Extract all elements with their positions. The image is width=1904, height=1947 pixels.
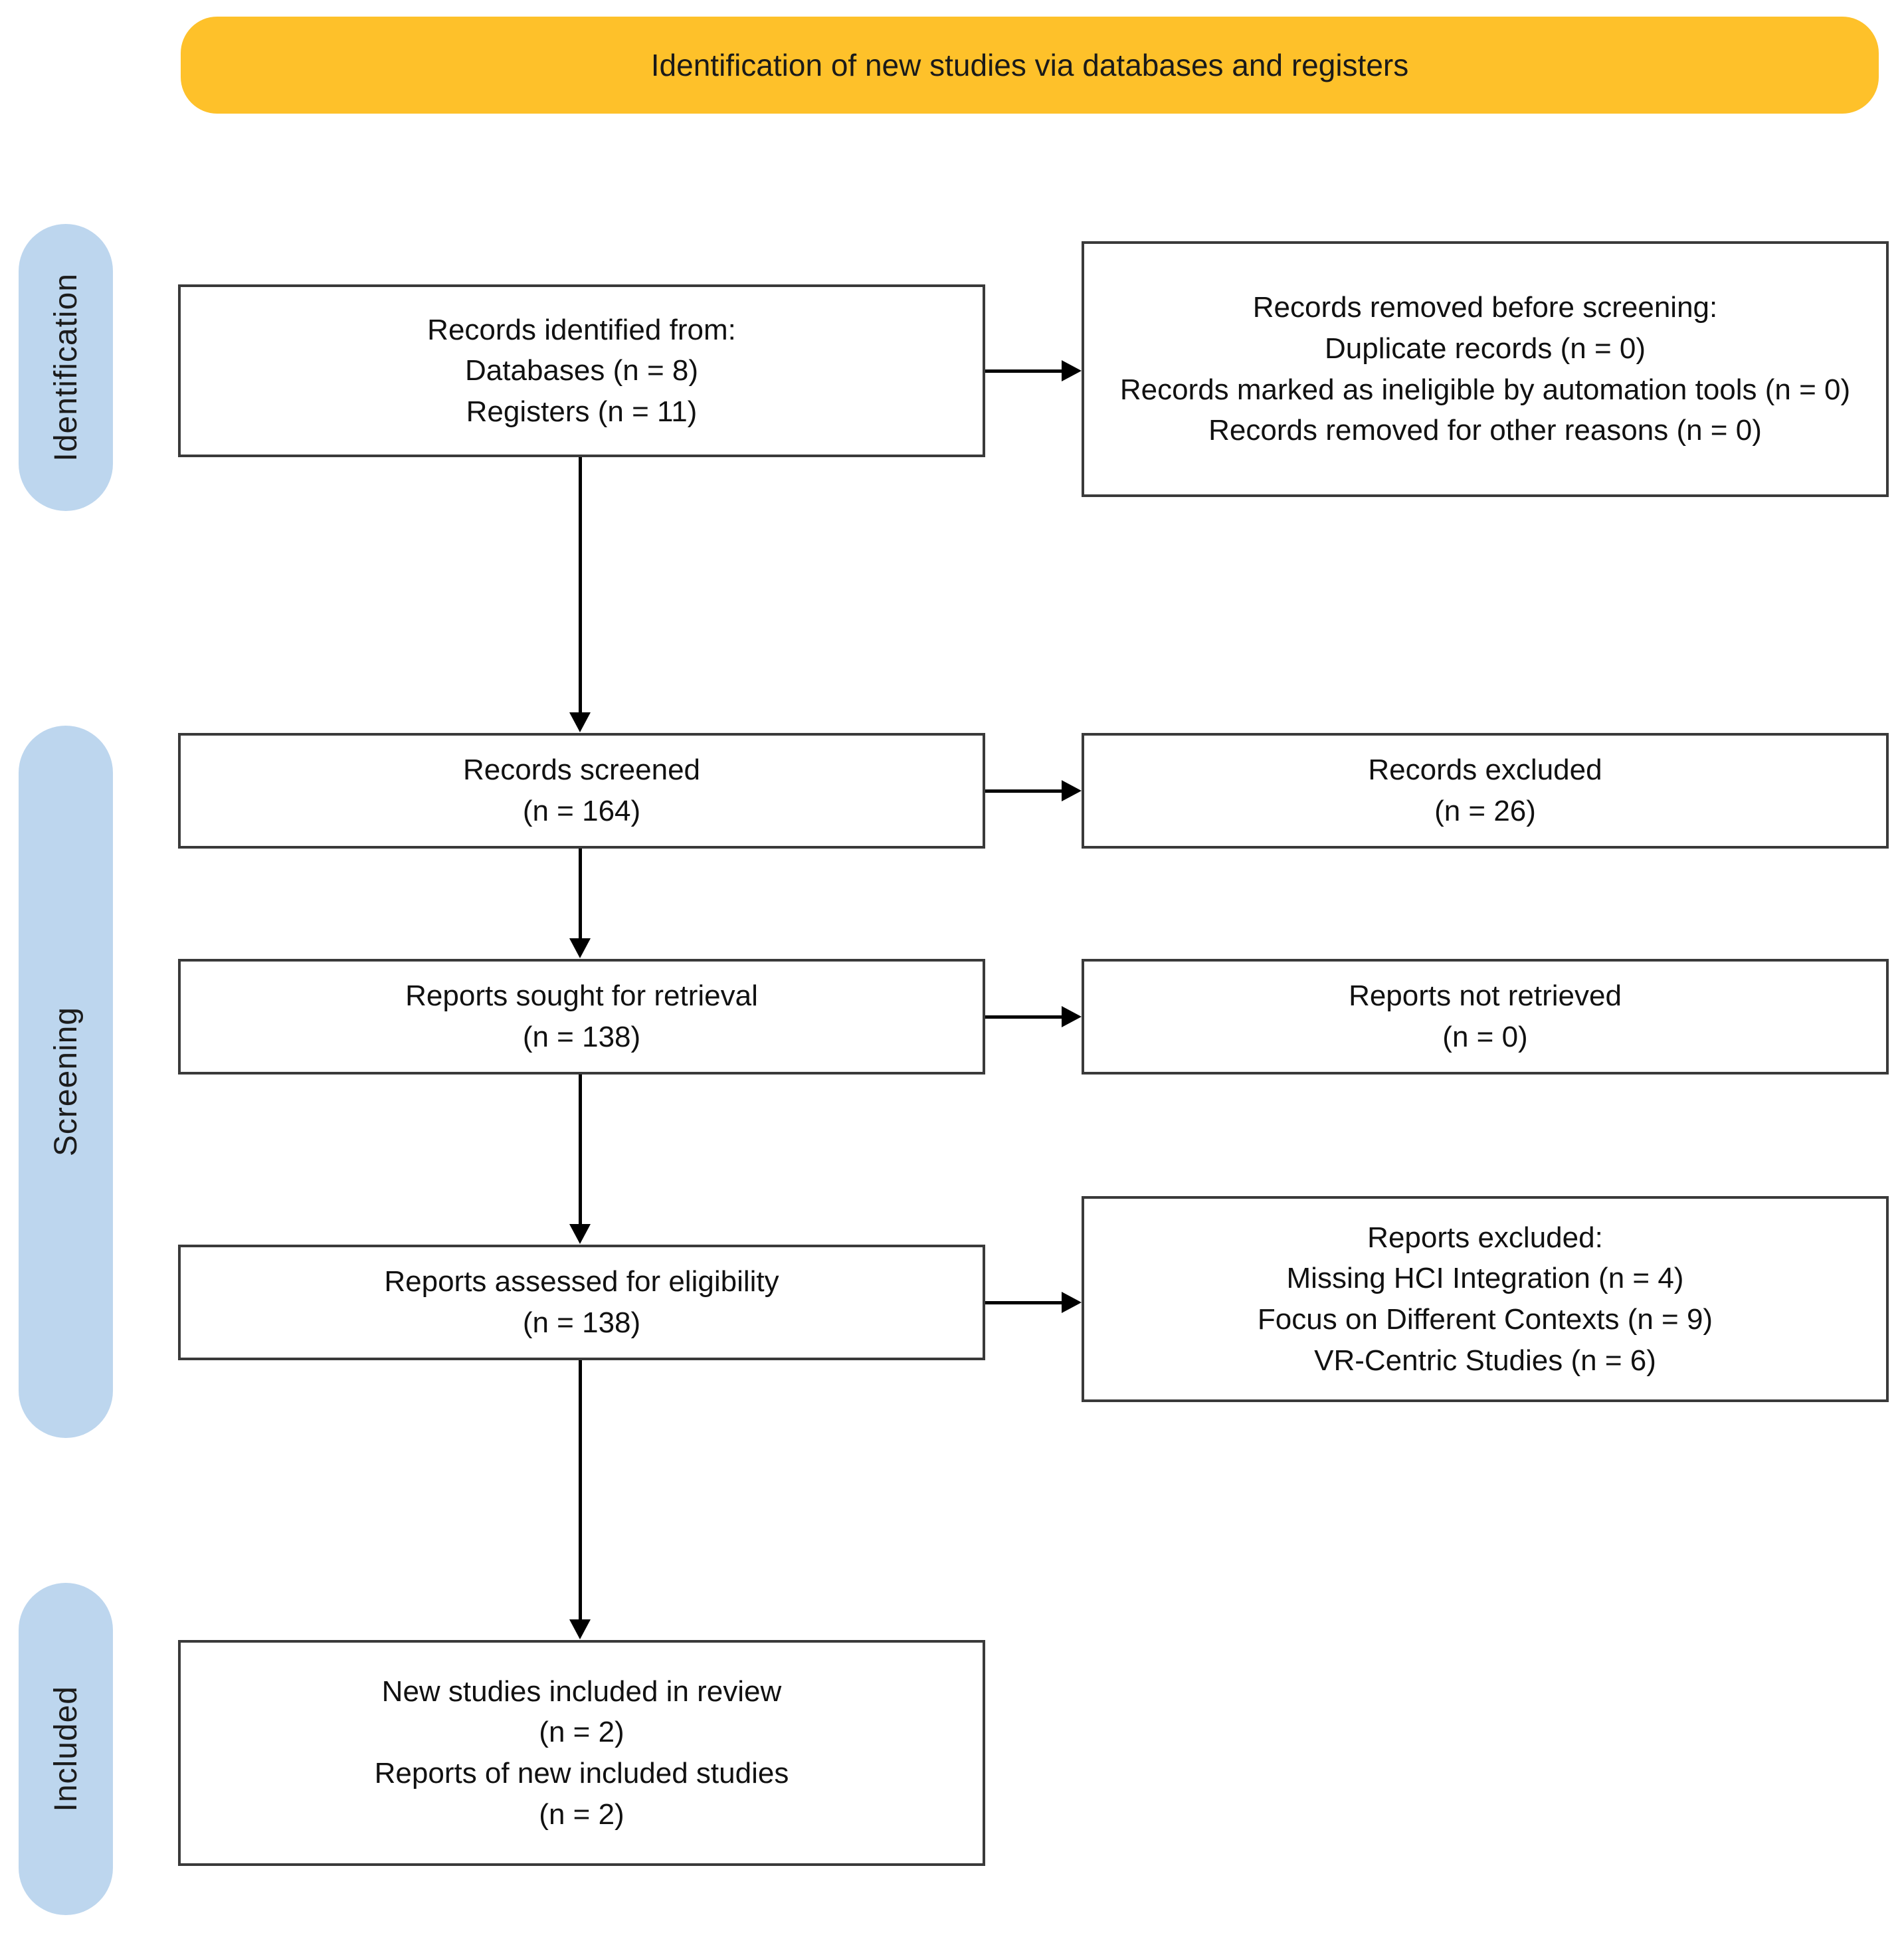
arrow-line-assessed-to-included [579,1360,582,1620]
arrowhead-down-icon-sought-to-assessed [569,1224,591,1244]
box-reports-excluded-line-2: Missing HCI Integration (n = 4) [1286,1262,1684,1295]
box-records-screened: Records screened (n = 164) [178,733,985,849]
arrow-line-identified-to-screened [579,457,582,713]
box-reports-assessed-line-1: Reports assessed for eligibility [384,1265,779,1298]
box-records-removed-line-1: Records removed before screening: [1252,291,1718,324]
box-records-excluded-line-2: (n = 26) [1434,795,1536,827]
arrowhead-down-icon-assessed-to-included [569,1619,591,1639]
box-records-removed-line-4: Records removed for other reasons (n = 0… [1208,414,1762,447]
box-records-removed-line-2: Duplicate records (n = 0) [1325,332,1646,365]
arrow-line-screened-to-excluded [985,789,1063,793]
box-reports-sought-line-1: Reports sought for retrieval [405,979,758,1013]
box-reports-assessed-line-2: (n = 138) [522,1306,641,1339]
box-records-identified-line-1: Records identified from: [427,313,736,346]
title-banner: Identification of new studies via databa… [181,17,1879,114]
box-reports-not-retrieved: Reports not retrieved (n = 0) [1082,959,1889,1075]
box-new-studies-included-line-2: (n = 2) [539,1716,624,1749]
box-records-identified: Records identified from: Databases (n = … [178,284,985,457]
box-records-excluded-line-1: Records excluded [1368,754,1602,787]
arrow-line-screened-to-sought [579,849,582,939]
box-reports-assessed: Reports assessed for eligibility (n = 13… [178,1245,985,1360]
arrow-line-assessed-to-reports-excluded [985,1301,1063,1304]
box-records-identified-line-2: Databases (n = 8) [465,354,698,387]
arrowhead-right-icon-sought-to-not-retrieved [1062,1006,1082,1027]
box-records-screened-line-2: (n = 164) [522,795,641,827]
box-reports-sought: Reports sought for retrieval (n = 138) [178,959,985,1075]
box-new-studies-included-line-1: New studies included in review [381,1675,782,1708]
box-reports-excluded-line-4: VR-Centric Studies (n = 6) [1314,1344,1656,1377]
stage-pill-included: Included [19,1583,113,1915]
box-records-removed-line-3: Records marked as ineligible by automati… [1119,373,1851,406]
box-reports-excluded-line-1: Reports excluded: [1367,1221,1603,1254]
stage-pill-included-label: Included [48,1686,84,1812]
stage-pill-identification-label: Identification [48,273,84,462]
box-reports-not-retrieved-line-1: Reports not retrieved [1349,979,1622,1013]
arrowhead-right-icon-assessed-to-reports-excluded [1062,1292,1082,1313]
box-reports-excluded: Reports excluded: Missing HCI Integratio… [1082,1196,1889,1402]
arrowhead-down-icon-identified-to-screened [569,712,591,732]
box-new-studies-included-line-4: (n = 2) [539,1797,624,1831]
box-reports-sought-line-2: (n = 138) [522,1021,641,1053]
box-new-studies-included-line-3: Reports of new included studies [374,1757,789,1790]
box-records-screened-line-1: Records screened [462,754,701,787]
title-banner-label: Identification of new studies via databa… [650,48,1409,82]
arrowhead-right-icon-screened-to-excluded [1062,780,1082,801]
arrow-line-sought-to-not-retrieved [985,1015,1063,1019]
box-records-removed: Records removed before screening: Duplic… [1082,241,1889,497]
stage-pill-screening: Screening [19,726,113,1438]
box-reports-not-retrieved-line-2: (n = 0) [1442,1021,1528,1053]
stage-pill-screening-label: Screening [48,1007,84,1157]
box-records-identified-line-3: Registers (n = 11) [466,395,698,428]
box-new-studies-included: New studies included in review (n = 2) R… [178,1640,985,1866]
stage-pill-identification: Identification [19,224,113,511]
arrow-line-identified-to-removed [985,369,1063,373]
arrowhead-down-icon-screened-to-sought [569,938,591,958]
arrow-line-sought-to-assessed [579,1075,582,1225]
box-reports-excluded-line-3: Focus on Different Contexts (n = 9) [1257,1303,1713,1336]
box-records-excluded: Records excluded (n = 26) [1082,733,1889,849]
arrowhead-right-icon-identified-to-removed [1062,360,1082,381]
